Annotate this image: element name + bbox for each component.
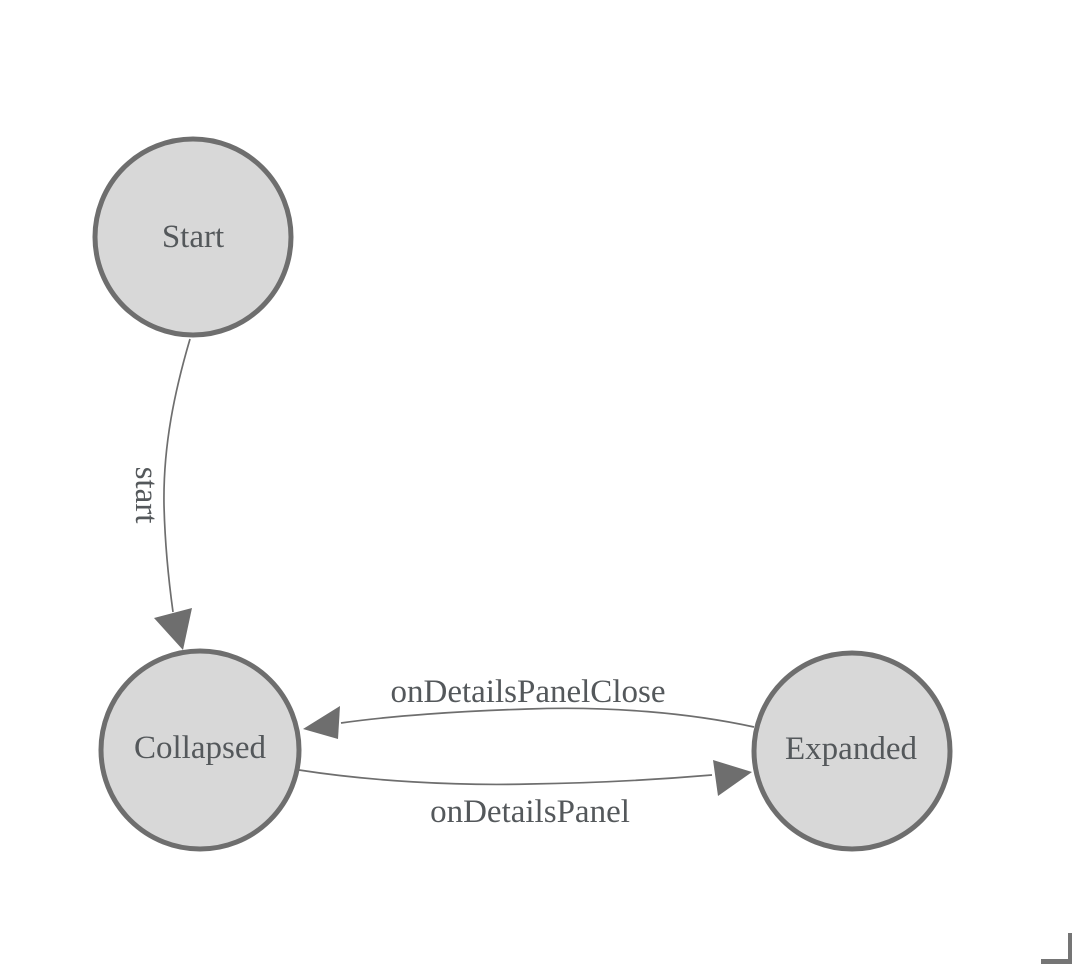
state-node-expanded-label: Expanded xyxy=(785,731,917,767)
edge-close-arrowhead-icon xyxy=(303,706,340,739)
state-node-expanded: Expanded xyxy=(751,650,953,852)
edge-collapsed-to-expanded: onDetailsPanel xyxy=(298,760,752,830)
frame-corner-vertical-bar xyxy=(1068,933,1072,964)
edge-label-on-details-panel: onDetailsPanel xyxy=(430,794,630,830)
edge-start-to-collapsed: start xyxy=(128,338,192,650)
edge-expanded-to-collapsed: onDetailsPanelClose xyxy=(303,674,755,739)
frame-corner-mark xyxy=(1041,933,1072,964)
edge-start-path xyxy=(163,338,191,613)
state-node-start-label: Start xyxy=(162,219,224,255)
state-node-collapsed-label: Collapsed xyxy=(134,730,266,766)
edge-panel-arrowhead-icon xyxy=(713,760,752,796)
state-node-collapsed-circle xyxy=(98,648,302,852)
frame-corner-horizontal-bar xyxy=(1041,959,1072,964)
edge-panel-path xyxy=(298,769,713,786)
state-node-start: Start xyxy=(92,136,294,338)
edge-label-start: start xyxy=(128,467,164,524)
edge-label-on-details-panel-close: onDetailsPanelClose xyxy=(391,674,666,710)
state-node-expanded-circle xyxy=(751,650,953,852)
edge-start-arrowhead-icon xyxy=(154,608,192,650)
state-node-collapsed: Collapsed xyxy=(98,648,302,852)
state-node-start-circle xyxy=(92,136,294,338)
edge-close-path xyxy=(340,707,755,728)
